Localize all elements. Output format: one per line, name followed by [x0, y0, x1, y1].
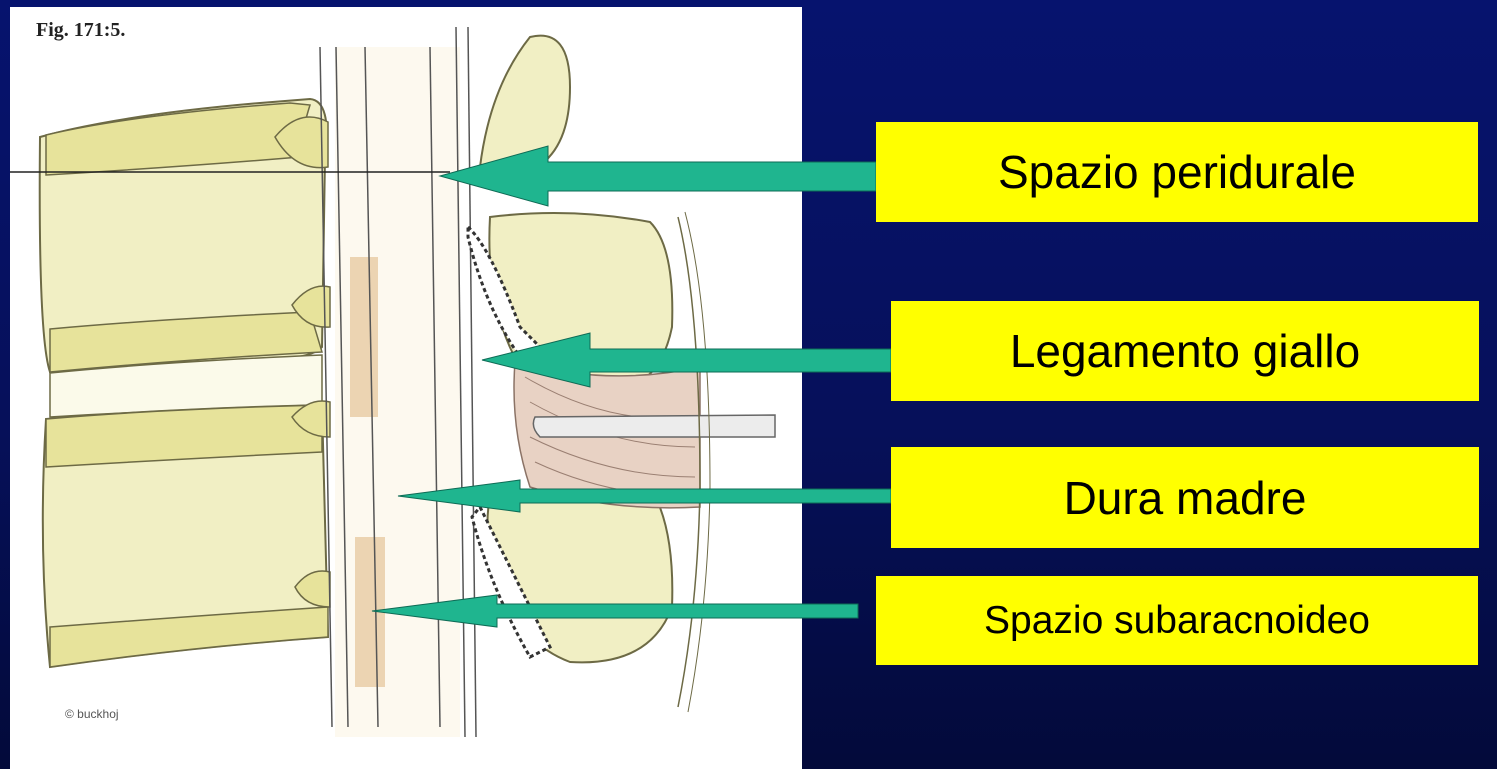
label-legamento-giallo: Legamento giallo: [891, 301, 1479, 401]
spinous-processes: [468, 36, 672, 663]
label-dura-madre: Dura madre: [891, 447, 1479, 548]
spine-drawing: [10, 7, 802, 769]
spine-illustration: Fig. 171:5. © buckhoj: [10, 7, 802, 769]
spinal-canal: [320, 27, 476, 737]
vertebral-body-lower: [43, 405, 328, 667]
needle: [533, 415, 775, 437]
figure-credit: © buckhoj: [65, 707, 119, 721]
label-spazio-subaracnoideo: Spazio subaracnoideo: [876, 576, 1478, 665]
figure-label: Fig. 171:5.: [36, 19, 125, 42]
label-spazio-peridurale: Spazio peridurale: [876, 122, 1478, 222]
